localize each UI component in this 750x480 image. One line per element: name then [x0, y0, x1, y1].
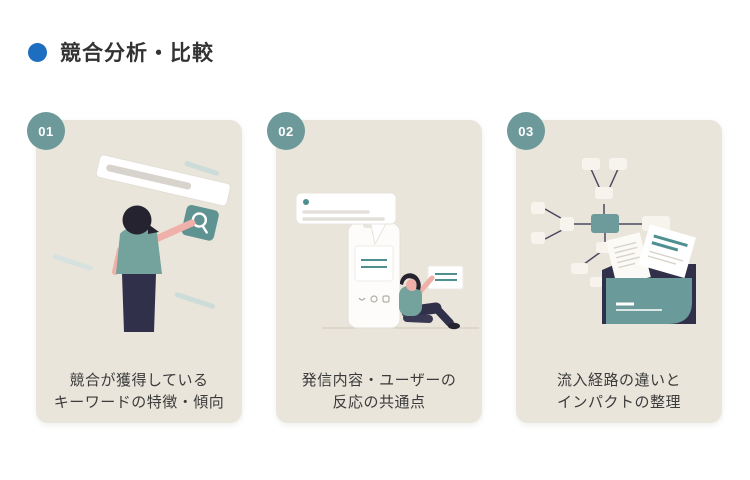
paper-plain	[605, 232, 651, 286]
blue-circle-icon	[28, 42, 47, 62]
card-caption: 発信内容・ユーザーの 反応の共通点	[276, 370, 482, 414]
streak	[52, 254, 93, 271]
streak	[174, 292, 215, 309]
comment-card	[427, 265, 464, 290]
caption-line-1: 流入経路の違いと	[556, 372, 681, 389]
paper-report	[638, 224, 696, 278]
second-leg	[403, 314, 433, 323]
skirt	[122, 274, 156, 332]
streak	[184, 161, 220, 176]
bubble-dot	[303, 199, 309, 205]
raised-arm	[152, 219, 196, 243]
social-feedback-illustration	[276, 120, 482, 350]
magnifying-glass-icon	[191, 212, 208, 234]
social-feedback-illustration-svg	[295, 192, 479, 330]
facebook-icon	[370, 295, 378, 303]
search-bar	[95, 154, 231, 241]
card-caption: 競合が獲得している キーワードの特徴・傾向	[36, 370, 242, 414]
caption-line-2: インパクトの整理	[556, 394, 681, 411]
central-node	[591, 214, 619, 233]
card-number-badge: 02	[267, 112, 305, 150]
shin	[432, 304, 454, 327]
card-keyword-analysis: 01	[27, 112, 242, 423]
twitter-icon	[358, 297, 366, 301]
bob-hair	[399, 273, 421, 290]
shoe	[448, 322, 460, 330]
card-content-reaction: 02	[267, 112, 482, 423]
person-figure	[112, 205, 196, 332]
mindmap-folder-illustration-svg	[531, 158, 696, 324]
hair-flick	[148, 224, 159, 234]
card-number-badge: 03	[507, 112, 545, 150]
social-media-icons	[358, 295, 390, 303]
hair	[122, 205, 152, 235]
instagram-icon	[382, 295, 390, 303]
shirt	[116, 227, 162, 274]
caption-line-2: 反応の共通点	[332, 394, 426, 411]
card-row: 01	[27, 112, 722, 423]
speech-bubble	[295, 192, 397, 246]
folder-front	[606, 278, 692, 324]
face	[406, 279, 418, 291]
phone-post-card	[354, 245, 394, 282]
page-title: 競合分析・比較	[60, 42, 214, 65]
search-button	[181, 204, 219, 241]
search-illustration	[36, 120, 242, 350]
card-caption: 流入経路の違いと インパクトの整理	[516, 370, 722, 414]
search-illustration-svg	[52, 154, 231, 332]
torso	[399, 286, 422, 316]
caption-line-1: 競合が獲得している	[69, 372, 209, 389]
caption-line-2: キーワードの特徴・傾向	[53, 394, 225, 411]
caption-line-1: 発信内容・ユーザーの	[301, 372, 457, 389]
mindmap-folder-illustration	[516, 120, 722, 350]
card-traffic-impact: 03	[507, 112, 722, 423]
page-header: 競合分析・比較	[28, 38, 214, 66]
card-number-badge: 01	[27, 112, 65, 150]
seated-person-figure	[399, 273, 460, 330]
